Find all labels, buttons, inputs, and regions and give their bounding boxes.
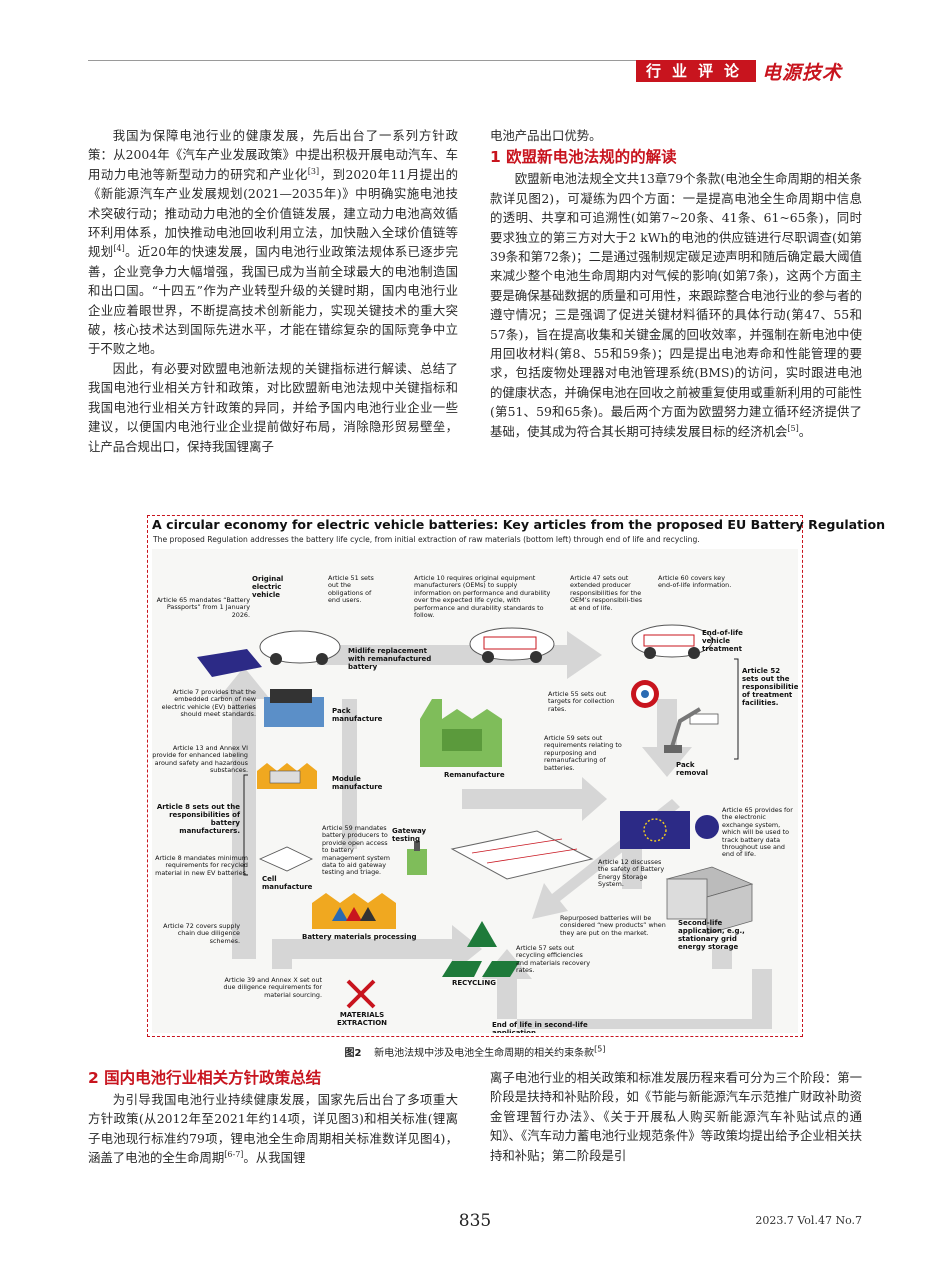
label-article-72: Article 72 covers supply chain due dilig… <box>163 922 240 945</box>
page-number: 835 <box>458 1211 492 1231</box>
label-battery-materials: Battery materials processing <box>302 933 417 941</box>
label-recycling: RECYCLING <box>452 979 496 987</box>
gateway-testing <box>407 841 427 875</box>
manufacturer-bracket <box>243 774 248 876</box>
pack-factory <box>264 689 324 727</box>
arrow-remanufacture <box>462 777 607 821</box>
figure-title: A circular economy for electric vehicle … <box>152 517 886 532</box>
label-article-8-minimum: Article 8 mandates minimum requirements … <box>155 854 248 877</box>
arrow-segment <box>622 849 642 889</box>
running-header: 行业评论 电源技术 <box>636 60 862 84</box>
label-article-12: Article 12 discusses the safety of Batte… <box>598 858 665 889</box>
materials-factory <box>312 893 396 929</box>
arrow-vertical-mid <box>342 699 357 849</box>
label-midlife-replacement: Midlife replacement with remanufactured … <box>348 647 432 671</box>
bottom-left-column: 2 国内电池行业相关方针政策总结 为引导我国电池行业持续健康发展，国家先后出台了… <box>88 1066 458 1168</box>
paragraph: 为引导我国电池行业持续健康发展，国家先后出台了多项重大方针政策(从2012年至2… <box>88 1092 458 1166</box>
arrow-right-top <box>317 631 602 679</box>
arrow-materials <box>272 925 482 973</box>
section-heading-1: 1 欧盟新电池法规的的解读 <box>490 148 677 167</box>
figure-2: A circular economy for electric vehicle … <box>147 515 885 1037</box>
label-article-59-gateway: Article 59 mandates battery producers to… <box>322 824 390 877</box>
eu-exchange-icon <box>620 811 719 849</box>
label-gateway-testing: Gateway testing <box>392 827 427 843</box>
label-eol-second-life: End of life in second-life application <box>492 1021 588 1033</box>
left-column-text: 我国为保障电池行业的健康发展，先后出台了一系列方针政策：从2004年《汽车产业发… <box>88 126 458 456</box>
label-end-of-life-vehicle: End-of-life vehicle treatment <box>702 629 743 653</box>
label-article-65-exchange: Article 65 provides for the electronic e… <box>722 806 793 859</box>
citation-ref: [3] <box>307 166 320 176</box>
label-pack-manufacture: Pack manufacture <box>332 707 383 723</box>
label-article-59-repurpose: Article 59 sets out requirements relatin… <box>544 734 622 772</box>
label-article-52: Article 52 sets out the responsibilities… <box>742 667 798 707</box>
figure-subtitle: The proposed Regulation addresses the ba… <box>153 535 700 544</box>
label-article-57: Article 57 sets out recycling efficienci… <box>516 944 591 975</box>
battery-pack-middle <box>450 830 594 880</box>
car-original <box>259 630 341 665</box>
cell-icon <box>259 846 313 872</box>
paragraph: 欧盟新电池法规全文共13章79个条款(电池全生命周期的相关条款详见图2)，可凝练… <box>490 171 862 439</box>
label-article-65-passport: Article 65 mandates “Battery Passports” … <box>156 596 250 619</box>
paragraph: 因此，有必要对欧盟电池新法规的关键指标进行解读、总结了我国电池行业相关方针和政策… <box>88 360 458 454</box>
label-article-55: Article 55 sets out targets for collecti… <box>548 690 615 713</box>
label-cell-manufacture: Cell manufacture <box>262 875 313 891</box>
car-eol <box>631 624 713 659</box>
label-article-47: Article 47 sets out extended producer re… <box>570 574 643 612</box>
figure-caption: 图2 新电池法规中涉及电池全生命周期的相关约束条款[5] <box>344 1044 606 1059</box>
arrow-bottom-loop <box>517 969 772 1029</box>
label-article-51: Article 51 sets out the obligations of e… <box>328 574 374 605</box>
label-article-7: Article 7 provides that the embedded car… <box>161 688 256 719</box>
label-second-life: Second-life application, e.g., stationar… <box>678 919 745 951</box>
label-article-39: Article 39 and Annex X set out due dilig… <box>223 976 322 999</box>
issue-info: 2023.7 Vol.47 No.7 <box>755 1214 862 1227</box>
label-article-60: Article 60 covers key end-of-life inform… <box>658 574 732 590</box>
module-factory <box>257 763 317 789</box>
energy-storage-icon <box>665 866 754 935</box>
eol-bracket <box>734 658 739 760</box>
label-remanufacture: Remanufacture <box>444 771 505 779</box>
citation-ref: [6-7] <box>224 1150 244 1160</box>
materials-extraction-icon <box>346 979 376 1009</box>
paragraph: 电池产品出口优势。 <box>490 128 602 143</box>
car-midlife <box>469 627 555 663</box>
section-category: 行业评论 <box>636 60 757 82</box>
label-article-8-responsibilities: Article 8 sets out the responsibilities … <box>156 803 240 835</box>
recycling-icon <box>442 921 520 977</box>
label-module-manufacture: Module manufacture <box>332 775 383 791</box>
battery-passport <box>197 649 262 677</box>
collection-target-icon <box>631 680 659 708</box>
label-article-10: Article 10 requires original equipment m… <box>414 574 551 620</box>
lifecycle-diagram: Original electric vehicle Article 51 set… <box>152 549 798 1033</box>
citation-ref: [5] <box>787 423 799 433</box>
pack-removal-robot <box>664 707 719 753</box>
right-column-text: 电池产品出口优势。 1 欧盟新电池法规的的解读 欧盟新电池法规全文共13章79个… <box>490 126 862 441</box>
diagram-graphics <box>197 624 772 1029</box>
journal-name: 电源技术 <box>762 61 843 84</box>
label-materials-extraction: MATERIALS EXTRACTION <box>336 1011 388 1027</box>
label-original-vehicle: Original electric vehicle <box>252 575 284 599</box>
label-article-13: Article 13 and Annex VI provide for enha… <box>152 744 248 775</box>
citation-ref: [4] <box>113 244 125 254</box>
section-heading-2: 2 国内电池行业相关方针政策总结 <box>88 1069 322 1087</box>
remanufacture-factory <box>420 699 502 767</box>
arrow-joint <box>712 949 732 969</box>
label-repurposed: Repurposed batteries will be considered … <box>560 914 666 937</box>
header-rule <box>88 60 862 61</box>
bottom-right-column: 离子电池行业的相关政策和标准发展历程来看可分为三个阶段：第一阶段是扶持和补贴阶段… <box>490 1068 862 1165</box>
paragraph: 我国为保障电池行业的健康发展，先后出台了一系列方针政策：从2004年《汽车产业发… <box>88 128 458 357</box>
label-pack-removal: Pack removal <box>676 761 708 777</box>
paragraph: 离子电池行业的相关政策和标准发展历程来看可分为三个阶段：第一阶段是扶持和补贴阶段… <box>490 1070 862 1163</box>
arrow-down-right <box>642 699 692 777</box>
